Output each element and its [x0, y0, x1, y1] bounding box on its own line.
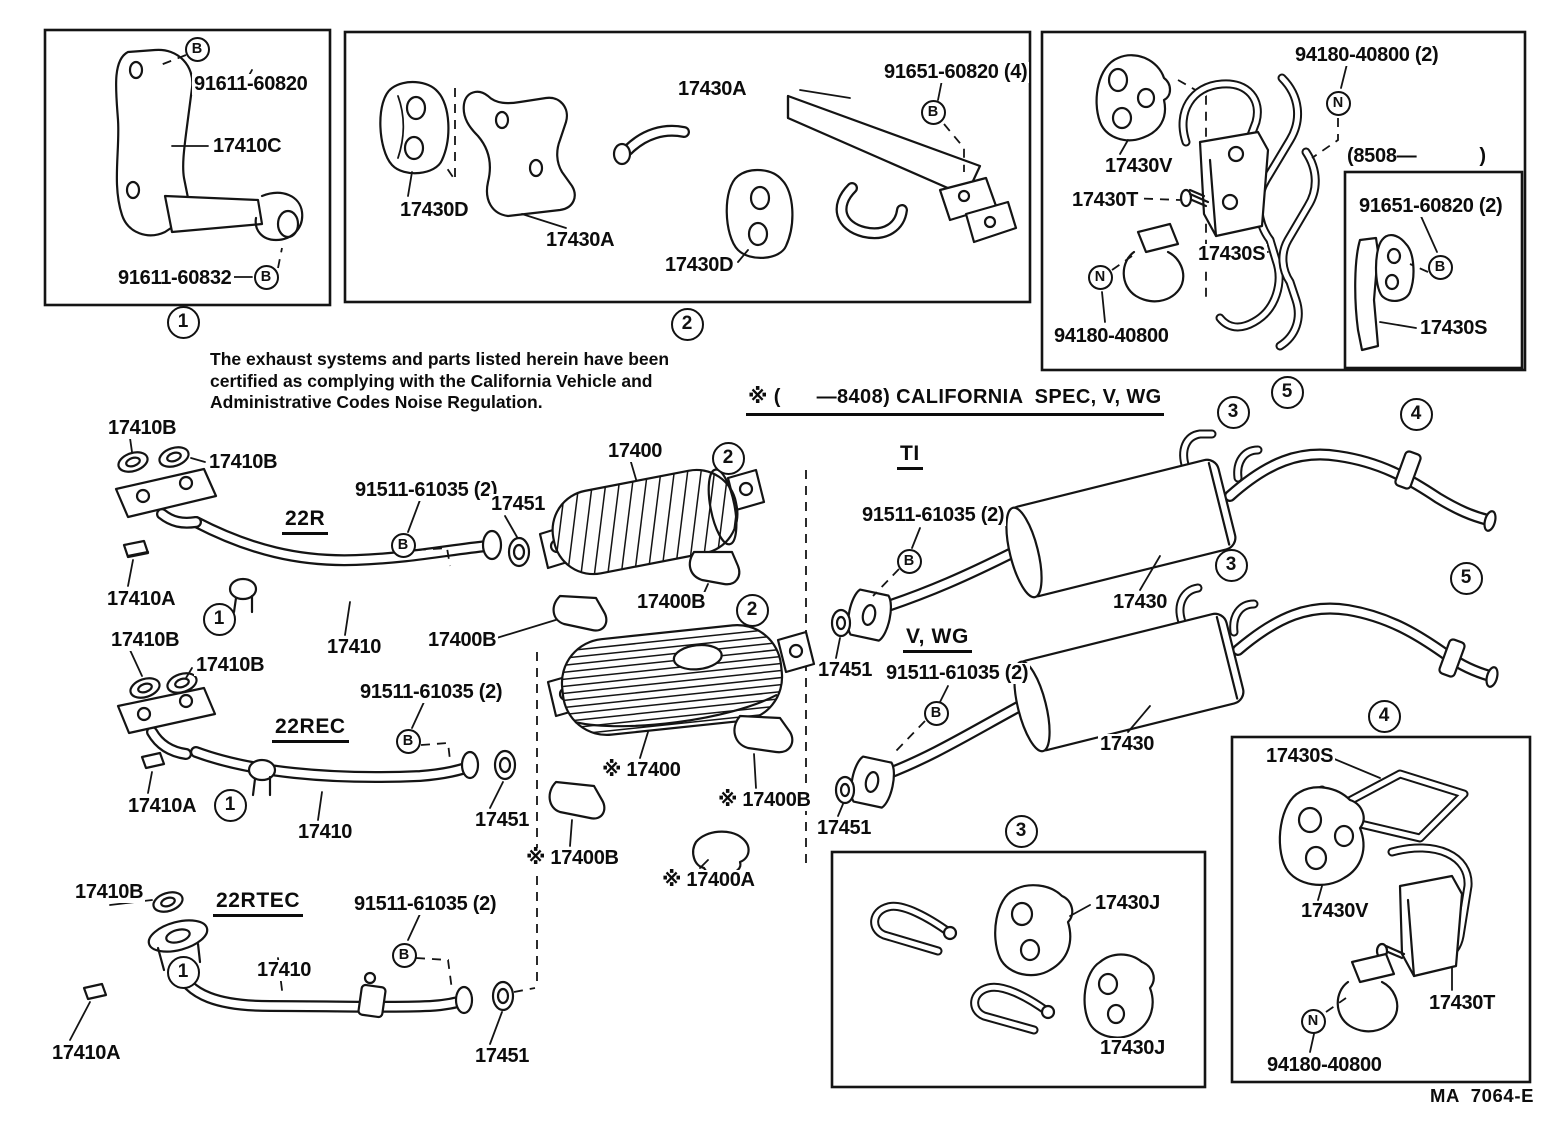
index-marker-3: 3: [1214, 548, 1248, 582]
index-marker-2: 2: [670, 307, 704, 341]
part-label-17430a: 17430A: [676, 78, 749, 100]
part-label-17410b: 17410B: [73, 881, 146, 903]
part-label-ti: TI: [897, 442, 923, 471]
bolt-marker-b: B: [923, 700, 949, 726]
part-label-91511-61035-2: 91511-61035 (2): [352, 893, 499, 915]
part-label-17410b: 17410B: [106, 417, 179, 439]
part-label-91611-60832: 91611-60832: [116, 267, 234, 289]
detail-box-5-inner: [1343, 170, 1524, 370]
detail-box-5: [1040, 30, 1527, 372]
detail-box-4: [1230, 735, 1532, 1084]
part-label-94180-40800: 94180-40800: [1265, 1054, 1384, 1076]
part-label-17430s: 17430S: [1196, 243, 1268, 265]
part-label-17430s: 17430S: [1264, 745, 1336, 767]
bolt-marker-b: B: [390, 532, 416, 558]
part-label-17410a: 17410A: [50, 1042, 123, 1064]
part-label-22rtec: 22RTEC: [213, 889, 304, 918]
part-label-91511-61035-2: 91511-61035 (2): [884, 662, 1031, 684]
part-label-91651-60820-4: 91651-60820 (4): [882, 61, 1030, 83]
part-label-17410: 17410: [296, 821, 355, 843]
part-label-91611-60820: 91611-60820: [192, 73, 310, 95]
part-label-17410b: 17410B: [194, 654, 267, 676]
bolt-marker-n: N: [1300, 1008, 1326, 1034]
part-label-17451: 17451: [473, 1045, 532, 1067]
bolt-marker-b: B: [253, 264, 279, 290]
index-marker-1: 1: [213, 788, 247, 822]
bolt-marker-b: B: [395, 728, 421, 754]
part-label-v-wg: V, WG: [903, 625, 972, 654]
part-label-17430v: 17430V: [1103, 155, 1175, 177]
part-label-17410a: 17410A: [105, 588, 178, 610]
part-label-17430j: 17430J: [1098, 1037, 1167, 1059]
part-label-17430t: 17430T: [1427, 992, 1498, 1014]
bolt-marker-b: B: [184, 36, 210, 62]
bolt-marker-b: B: [920, 99, 946, 125]
index-marker-4: 4: [1367, 699, 1401, 733]
part-label-94180-40800: 94180-40800: [1052, 325, 1171, 347]
part-label-94180-40800-2: 94180-40800 (2): [1293, 44, 1441, 66]
detail-box-1: [43, 28, 332, 307]
part-label-17451: 17451: [816, 659, 875, 681]
part-label-17410: 17410: [325, 636, 384, 658]
part-label-17451: 17451: [489, 493, 548, 515]
index-marker-5: 5: [1449, 561, 1483, 595]
detail-box-2: [343, 30, 1032, 304]
index-marker-4: 4: [1399, 397, 1433, 431]
california-spec-note: ※ ( —8408) CALIFORNIA SPEC, V, WG: [746, 387, 1164, 416]
part-label-22r: 22R: [282, 507, 329, 536]
part-label-17430: 17430: [1111, 591, 1170, 613]
bolt-marker-n: N: [1325, 90, 1351, 116]
part-label-17400: ※ 17400: [600, 759, 683, 781]
bolt-marker-b: B: [896, 548, 922, 574]
index-marker-3: 3: [1004, 814, 1038, 848]
part-label-17430t: 17430T: [1070, 189, 1141, 211]
index-marker-2: 2: [711, 441, 745, 475]
part-label-17410b: 17410B: [207, 451, 280, 473]
part-label-91511-61035-2: 91511-61035 (2): [353, 479, 500, 501]
part-label-17400b: ※ 17400B: [524, 847, 621, 869]
part-label-17430a: 17430A: [544, 229, 617, 251]
part-label-17451: 17451: [473, 809, 532, 831]
part-label-17400b: 17400B: [635, 591, 708, 613]
part-label-17430s: 17430S: [1418, 317, 1490, 339]
part-label-17400b: ※ 17400B: [716, 789, 813, 811]
index-marker-1: 1: [166, 955, 200, 989]
part-label-17410a: 17410A: [126, 795, 199, 817]
part-label-17451: 17451: [815, 817, 874, 839]
part-label-17410b: 17410B: [109, 629, 182, 651]
california-certification-note: The exhaust systems and parts listed her…: [208, 349, 698, 415]
part-label-17410: 17410: [255, 959, 314, 981]
part-label-17430j: 17430J: [1093, 892, 1162, 914]
part-label-17430d: 17430D: [398, 199, 471, 221]
part-label-17400a: ※ 17400A: [660, 869, 757, 891]
part-label-17430v: 17430V: [1299, 900, 1371, 922]
part-label-17410c: 17410C: [211, 135, 284, 157]
part-label-17430: 17430: [1098, 733, 1157, 755]
bolt-marker-b: B: [391, 942, 417, 968]
bolt-marker-n: N: [1087, 264, 1113, 290]
part-label-91511-61035-2: 91511-61035 (2): [860, 504, 1007, 526]
part-label-22rec: 22REC: [272, 715, 349, 744]
index-marker-3: 3: [1216, 395, 1250, 429]
index-marker-5: 5: [1270, 375, 1304, 409]
detail-box-3: [830, 850, 1207, 1089]
part-label-91511-61035-2: 91511-61035 (2): [358, 681, 505, 703]
part-label-17430d: 17430D: [663, 254, 736, 276]
index-marker-2: 2: [735, 593, 769, 627]
part-label-17400: 17400: [606, 440, 665, 462]
part-label-8508: (8508— ): [1345, 145, 1488, 167]
index-marker-1: 1: [202, 602, 236, 636]
part-label-17400b: 17400B: [426, 629, 499, 651]
part-label-91651-60820-2: 91651-60820 (2): [1357, 195, 1505, 217]
bolt-marker-b: B: [1427, 254, 1453, 280]
index-marker-1: 1: [166, 305, 200, 339]
drawing-code: MA 7064-E: [1428, 1085, 1537, 1106]
